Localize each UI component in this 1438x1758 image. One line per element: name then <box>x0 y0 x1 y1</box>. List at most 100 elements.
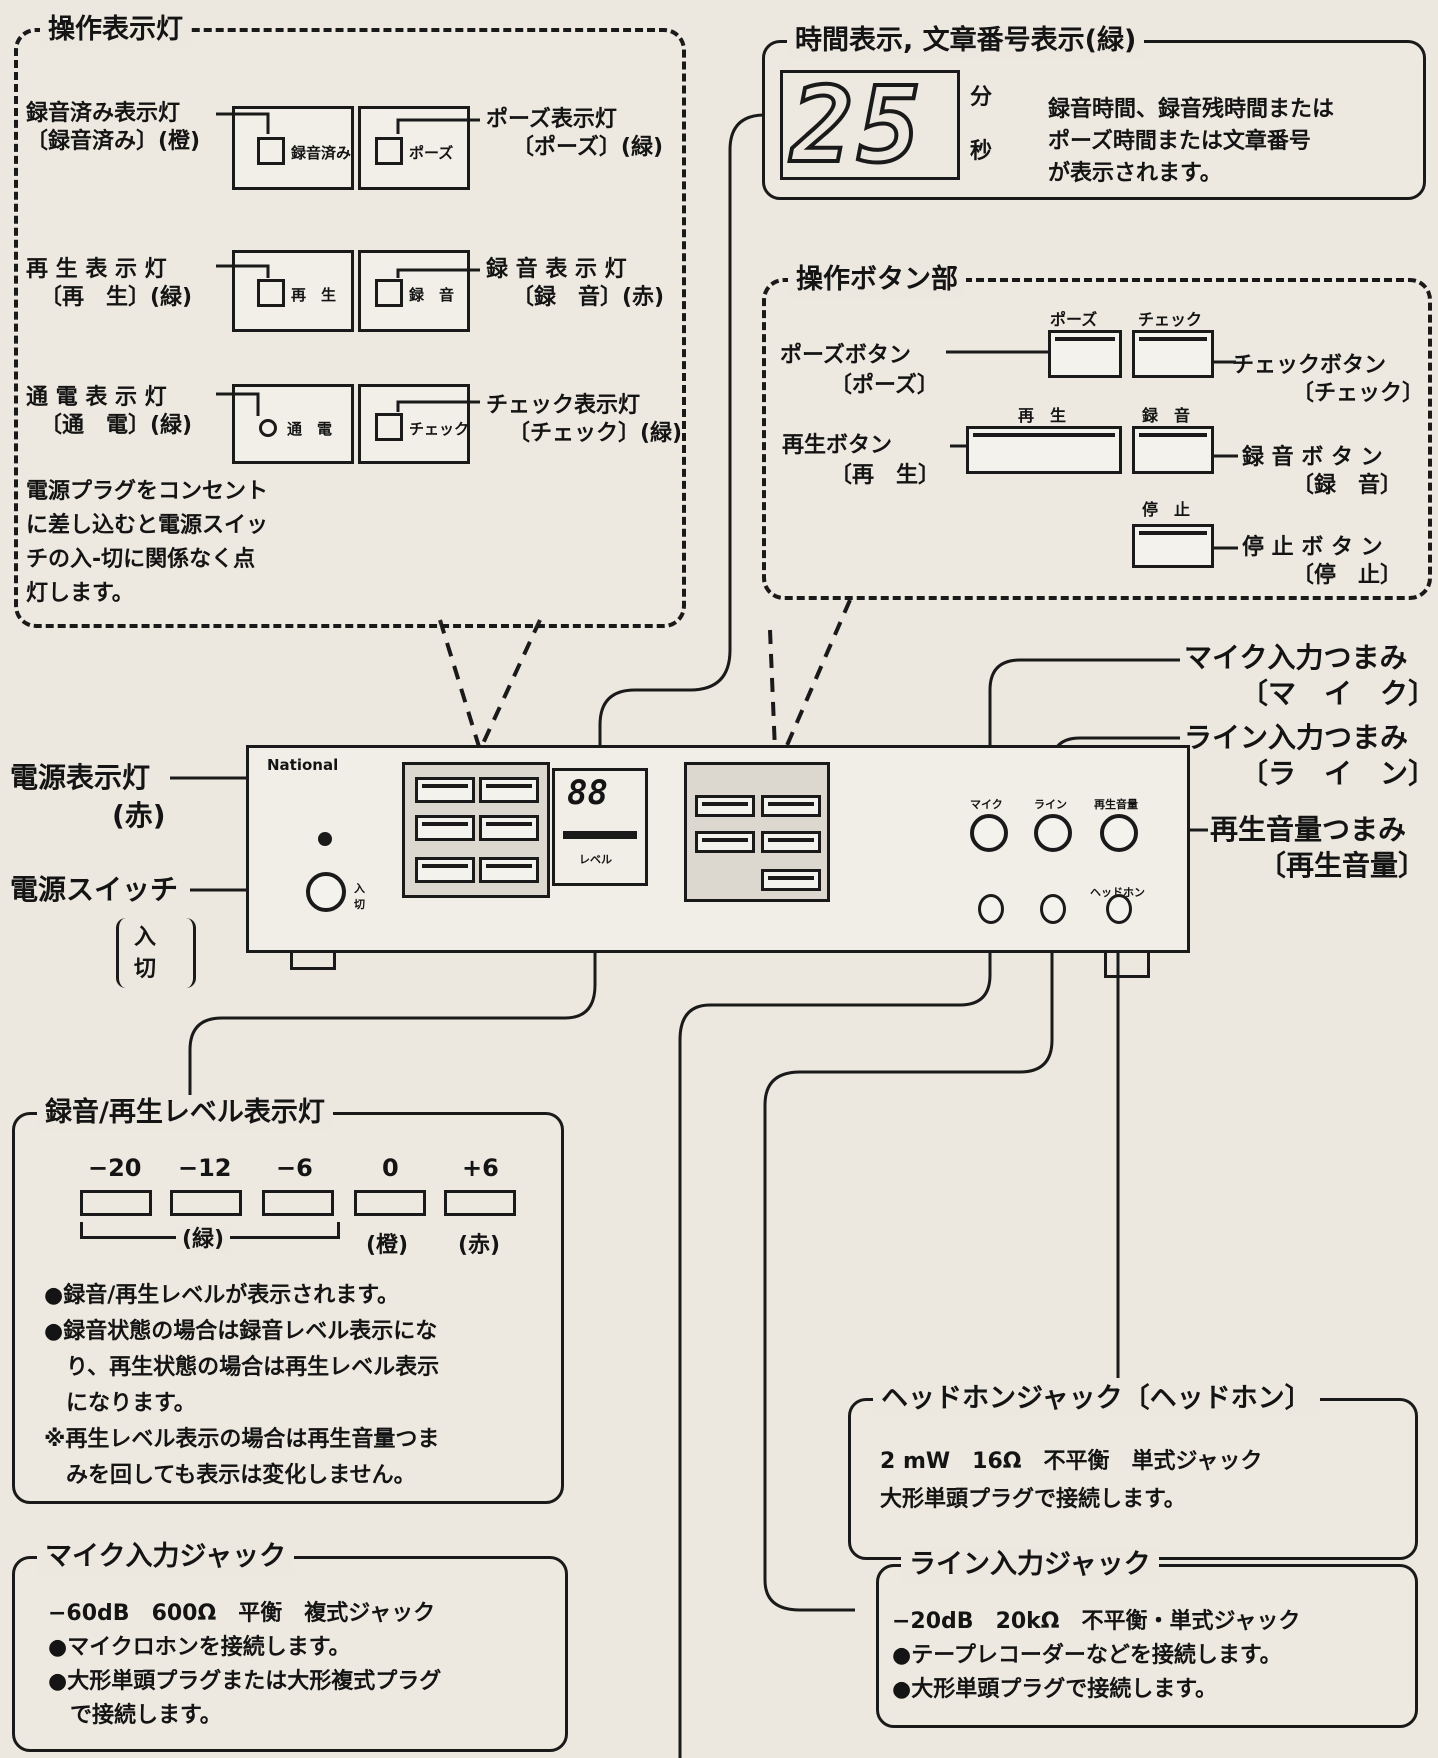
level-meter-title: 録音/再生レベル表示灯 <box>37 1095 333 1131</box>
pause-button-label: ポーズボタン <box>780 343 911 368</box>
mic-knob-callout: マイク入力つまみ <box>1184 641 1408 674</box>
volume-knob-sub: 〔再生音量〕 <box>1258 849 1427 882</box>
recorded-lamp-sub: 〔録音済み〕(橙) <box>26 129 201 154</box>
mic-jack-note-2: ●大形単頭プラグまたは大形複式プラグ <box>48 1669 442 1694</box>
level-segment-minus-12 <box>170 1190 242 1216</box>
headphone-jack[interactable] <box>1106 894 1132 924</box>
pause-panel-text: ポーズ <box>409 144 454 162</box>
pause-lamp-panel: ポーズ <box>358 106 470 190</box>
time-desc-line-2: ポーズ時間または文章番号 <box>1048 129 1311 154</box>
time-display-title: 時間表示, 文章番号表示(緑) <box>787 23 1145 59</box>
pause-lamp <box>375 137 403 165</box>
time-desc-line-3: が表示されます。 <box>1048 161 1222 186</box>
record-button[interactable] <box>1132 426 1214 474</box>
time-display-group: 時間表示, 文章番号表示(緑) <box>762 23 1426 200</box>
volume-knob[interactable] <box>1100 814 1138 852</box>
stop-button[interactable] <box>1132 524 1214 568</box>
pause-button-sub: 〔ポーズ〕 <box>830 373 939 398</box>
device-button-window <box>684 762 830 902</box>
device-power-on: 入 <box>354 882 365 895</box>
device-record-button[interactable] <box>761 831 821 853</box>
green-label: (緑) <box>176 1226 231 1254</box>
play-button-top: 再 生 <box>1018 406 1067 425</box>
check-button[interactable] <box>1132 330 1214 378</box>
line-jack-note-1: ●テープレコーダーなどを接続します。 <box>892 1643 1282 1668</box>
line-jack-title: ライン入力ジャック <box>901 1547 1159 1583</box>
pause-lamp-sub: 〔ポーズ〕(緑) <box>512 135 664 160</box>
device-display: 88 レベル <box>552 768 648 886</box>
mic-jack-group: マイク入力ジャック <box>12 1539 568 1752</box>
time-display-window: 25 <box>780 64 960 186</box>
line-knob-sub: 〔ラ イ ン〕 <box>1240 757 1437 790</box>
level-segment-minus-6 <box>262 1190 334 1216</box>
device-volume-knob-label: 再生音量 <box>1094 798 1138 811</box>
power-lamp-label: 通 電 表 示 灯 <box>26 385 167 410</box>
time-display-digits: 25 <box>789 64 925 186</box>
check-button-sub: 〔チェック〕 <box>1292 381 1425 406</box>
power-note-line-4: 灯します。 <box>26 581 134 606</box>
level-note-6: みを回しても表示は変化しません。 <box>44 1463 416 1488</box>
record-lamp <box>375 279 403 307</box>
power-lamp-color: (赤) <box>112 799 166 832</box>
mic-jack[interactable] <box>978 894 1004 924</box>
record-button-sub: 〔録 音〕 <box>1292 473 1403 498</box>
level-segment-plus-6 <box>444 1190 516 1216</box>
play-lamp-label: 再 生 表 示 灯 <box>26 257 167 282</box>
device-record-lamp <box>479 815 539 841</box>
mic-knob[interactable] <box>970 814 1008 852</box>
mic-jack-title: マイク入力ジャック <box>37 1539 295 1575</box>
switch-off-label: 切 <box>134 957 157 982</box>
recorded-lamp <box>257 137 285 165</box>
line-knob-callout: ライン入力つまみ <box>1184 721 1409 754</box>
check-lamp <box>375 413 403 441</box>
headphone-jack-group: ヘッドホンジャック〔ヘッドホン〕 <box>848 1381 1418 1560</box>
level-note-3: り、再生状態の場合は再生レベル表示 <box>44 1355 440 1380</box>
pause-lamp-label: ポーズ表示灯 <box>486 107 617 132</box>
device-lamp-window <box>402 762 550 898</box>
scale-plus-6: +6 <box>462 1154 499 1182</box>
play-panel-text: 再 生 <box>291 286 337 304</box>
device-play-button[interactable] <box>695 831 755 853</box>
pause-button[interactable] <box>1048 330 1122 378</box>
device-mic-knob-label: マイク <box>970 798 1003 811</box>
device-pause-button[interactable] <box>695 795 755 817</box>
device-phones-label: ヘッドホン <box>1090 886 1145 899</box>
orange-label: (橙) <box>366 1233 409 1258</box>
line-jack[interactable] <box>1040 894 1066 924</box>
power-on-lamp <box>259 419 277 437</box>
power-note-line-3: チの入-切に関係なく点 <box>26 547 256 572</box>
play-lamp-panel: 再 生 <box>232 250 354 332</box>
headphone-spec: 2 mW 16Ω 不平衡 単式ジャック <box>880 1449 1263 1474</box>
stop-button-label: 停 止 ボ タ ン <box>1242 535 1383 560</box>
power-switch[interactable] <box>306 872 346 912</box>
scale-minus-20: −20 <box>88 1154 142 1182</box>
check-lamp-sub: 〔チェック〕(緑) <box>508 421 683 446</box>
device-brand: National <box>267 756 339 774</box>
power-panel-text: 通 電 <box>287 420 333 438</box>
power-switch-callout: 電源スイッチ <box>10 873 179 906</box>
switch-on-label: 入 <box>134 925 157 950</box>
level-note-4: になります。 <box>44 1391 196 1416</box>
check-lamp-label: チェック表示灯 <box>486 393 641 418</box>
device-power-indicator <box>318 832 332 846</box>
line-knob[interactable] <box>1034 814 1072 852</box>
pause-button-top: ポーズ <box>1050 310 1098 329</box>
scale-minus-12: −12 <box>178 1154 232 1182</box>
device-check-button[interactable] <box>761 795 821 817</box>
record-lamp-panel: 録 音 <box>358 250 470 332</box>
mic-jack-spec: −60dB 600Ω 平衡 複式ジャック <box>48 1601 436 1626</box>
scale-minus-6: −6 <box>276 1154 313 1182</box>
red-label: (赤) <box>458 1233 501 1258</box>
device-line-knob-label: ライン <box>1034 798 1067 811</box>
stop-button-sub: 〔停 止〕 <box>1292 563 1403 588</box>
mic-knob-sub: 〔マ イ ク〕 <box>1240 677 1437 710</box>
recorded-lamp-label: 録音済み表示灯 <box>26 101 181 126</box>
device-check-lamp <box>479 857 539 883</box>
power-lamp-sub: 〔通 電〕(緑) <box>40 413 193 438</box>
play-button[interactable] <box>966 426 1122 474</box>
device-power-lamp <box>415 857 475 883</box>
device-stop-button[interactable] <box>761 869 821 891</box>
level-note-5: ※再生レベル表示の場合は再生音量つま <box>44 1427 440 1452</box>
check-panel-text: チェック <box>409 420 470 438</box>
recorded-lamp-panel: 録音済み <box>232 106 354 190</box>
